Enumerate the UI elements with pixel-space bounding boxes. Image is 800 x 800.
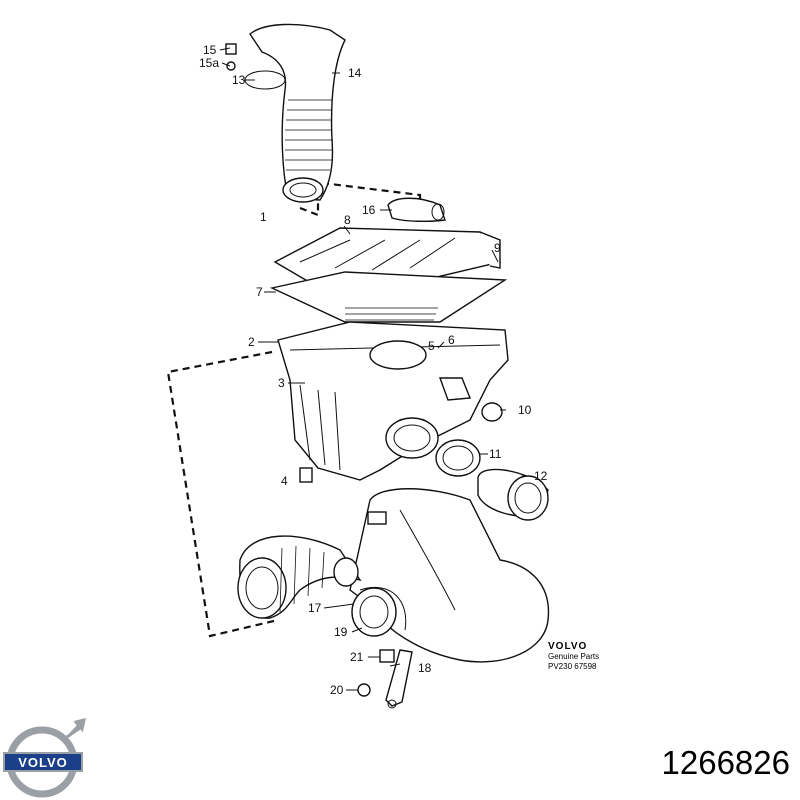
filter-element (269, 271, 508, 323)
callout-4: 4 (281, 474, 288, 488)
volvo-logo: VOLVO (3, 717, 86, 798)
callout-3: 3 (278, 376, 285, 390)
genuine-parts-stamp: VOLVO Genuine Parts PV230 67598 (548, 641, 599, 671)
clamps-and-bracket (351, 587, 413, 709)
callout-21: 21 (350, 650, 364, 664)
callout-6: 6 (448, 333, 455, 347)
stamp-subtitle: Genuine Parts (548, 652, 599, 661)
callout-7: 7 (256, 285, 263, 299)
callout-15: 15 (203, 43, 217, 57)
callout-12: 12 (534, 469, 548, 483)
upper-intake-hose (225, 23, 346, 203)
connector-16 (387, 197, 446, 223)
stamp-code: PV230 67598 (548, 662, 597, 671)
callout-5: 5 (428, 339, 435, 353)
callout-9: 9 (494, 241, 501, 255)
rings-and-sleeve (435, 402, 549, 521)
callout-20: 20 (330, 683, 344, 697)
callout-numbers: 15 15a 13 14 1 8 16 9 7 2 5 6 3 10 11 12… (199, 43, 548, 697)
callout-18: 18 (418, 661, 432, 675)
callout-15a: 15a (199, 56, 219, 70)
logo-wordmark: VOLVO (18, 755, 68, 770)
callout-19: 19 (334, 625, 348, 639)
flexible-hose-17 (237, 535, 362, 619)
lower-air-duct (349, 488, 550, 663)
part-number: 1266826 (662, 744, 790, 781)
leader-lines (219, 47, 530, 691)
callout-10: 10 (518, 403, 532, 417)
callout-11: 11 (489, 447, 502, 461)
callout-17: 17 (308, 601, 322, 615)
callout-14: 14 (348, 66, 362, 80)
callout-1: 1 (260, 210, 267, 224)
callout-13: 13 (232, 73, 246, 87)
callout-16: 16 (362, 203, 376, 217)
callout-8: 8 (344, 213, 351, 227)
stamp-brand: VOLVO (548, 641, 587, 652)
callout-2: 2 (248, 335, 255, 349)
lower-housing (277, 321, 509, 483)
